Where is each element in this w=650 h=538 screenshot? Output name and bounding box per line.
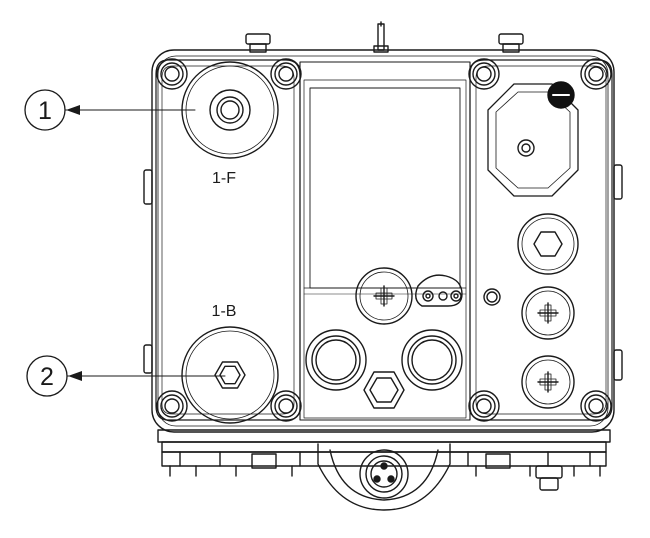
bottom-right-stud (535, 465, 563, 491)
center-port-right (401, 329, 463, 391)
right-hex-plug (517, 213, 579, 275)
port-label-1b: 1-B (212, 303, 237, 320)
port-1f (181, 61, 279, 159)
top-nozzle (373, 21, 389, 53)
housing (143, 49, 623, 433)
center-hex-bolt (363, 371, 405, 409)
screw-tm (270, 58, 302, 90)
screw-br2 (580, 390, 612, 422)
callout-1: 1 (24, 89, 196, 131)
port-label-1f: 1-F (212, 170, 236, 187)
callout-1-arrowhead (66, 105, 80, 115)
corner-screws (156, 58, 612, 422)
bottom-connector (317, 443, 451, 511)
screw-br1 (468, 390, 500, 422)
screw-bl (156, 390, 188, 422)
port-1b (181, 326, 279, 424)
screw-bm (270, 390, 302, 422)
callout-2-arrowhead (68, 371, 82, 381)
callout-1-number: 1 (38, 97, 52, 125)
callout-2: 2 (26, 355, 226, 397)
right-panel (469, 59, 613, 421)
screw-tr2 (580, 58, 612, 90)
right-phillips-port-2 (521, 355, 575, 409)
top-bolts (245, 33, 524, 53)
center-port-left (305, 329, 367, 391)
right-phillips-port-1 (521, 286, 575, 340)
small-hole (483, 288, 501, 306)
screw-tr1 (468, 58, 500, 90)
callout-2-number: 2 (40, 363, 54, 391)
center-phillips-port (355, 267, 413, 325)
middle-panel (299, 61, 471, 421)
base-plate (157, 429, 611, 477)
latch (415, 274, 463, 307)
housing-outer (151, 49, 615, 433)
screw-tl (156, 58, 188, 90)
vent-cap (487, 81, 579, 197)
